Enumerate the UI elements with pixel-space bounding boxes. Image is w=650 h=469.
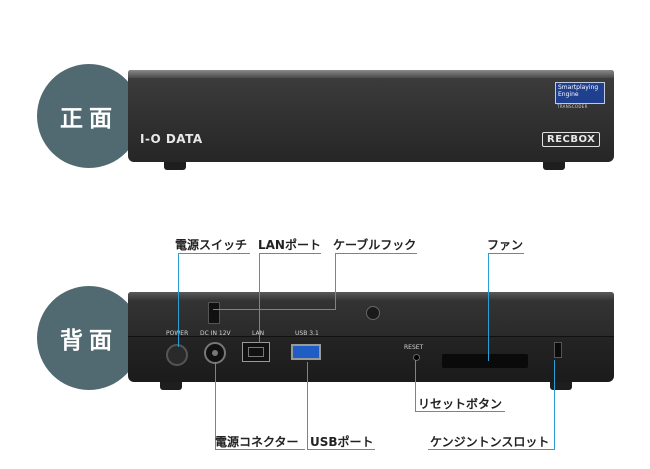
callout-line-power-switch-v <box>178 253 179 347</box>
callout-line-fan-h <box>488 253 524 254</box>
callout-line-hook-h <box>335 253 417 254</box>
callout-line-kensington-v <box>554 360 555 450</box>
callout-line-usb-v <box>307 362 308 450</box>
badge-line-3: TRANSCODER <box>557 104 588 109</box>
front-section-badge: 正面 <box>37 64 141 168</box>
callout-line-fan-v <box>488 253 489 361</box>
callout-line-lan-h <box>259 253 321 254</box>
fan-slot <box>442 354 528 368</box>
callout-line-reset-h <box>415 411 505 412</box>
lan-port <box>242 342 270 362</box>
callout-fan: ファン <box>487 238 524 252</box>
reset-hole <box>413 354 420 361</box>
callout-reset-button: リセットボタン <box>418 397 503 411</box>
power-button <box>166 344 188 366</box>
port-label-reset: RESET <box>404 344 424 351</box>
callout-line-reset-v <box>415 360 416 412</box>
port-label-usb: USB 3.1 <box>295 330 319 337</box>
callout-power-switch: 電源スイッチ <box>175 238 248 252</box>
callout-kensington-slot: ケンジントンスロット <box>430 435 550 449</box>
port-label-power: POWER <box>166 330 188 337</box>
back-section-label: 背面 <box>60 328 118 354</box>
callout-line-dc-v <box>215 362 216 450</box>
device-back-image: POWER DC IN 12V LAN USB 3.1 RESET <box>128 292 614 382</box>
callout-cable-hook: ケーブルフック <box>333 238 417 252</box>
power-switch <box>208 302 220 324</box>
front-section-label: 正面 <box>60 106 118 132</box>
usb-port <box>291 344 321 360</box>
callout-line-dc-h <box>215 449 305 450</box>
back-foot-left <box>160 382 182 390</box>
back-foot-right <box>550 382 572 390</box>
device-front-image: I-O DATA RECBOX Smartplaying Engine TRAN… <box>128 70 614 162</box>
callout-line-lan-v <box>259 253 260 343</box>
callout-line-hook-h2 <box>213 309 336 310</box>
smartplaying-badge: Smartplaying Engine <box>555 82 605 104</box>
callout-line-kensington-h <box>428 449 555 450</box>
front-foot-right <box>543 162 565 170</box>
cable-hook <box>366 306 380 320</box>
callout-power-connector: 電源コネクター <box>215 435 299 449</box>
callout-line-hook-v <box>335 253 336 309</box>
port-label-dc: DC IN 12V <box>200 330 231 337</box>
front-foot-left <box>164 162 186 170</box>
back-section-badge: 背面 <box>37 286 141 390</box>
product-logo: RECBOX <box>542 132 601 147</box>
callout-usb-port: USBポート <box>310 435 374 449</box>
dc-jack <box>204 342 226 364</box>
badge-line-1: Smartplaying <box>558 84 599 91</box>
callout-lan-port: LANポート <box>258 238 321 252</box>
callout-line-power-switch-h <box>178 253 250 254</box>
brand-logo: I-O DATA <box>140 132 203 146</box>
device-front-top-edge <box>128 70 614 78</box>
kensington-slot <box>554 342 562 358</box>
port-label-lan: LAN <box>252 330 264 337</box>
badge-line-2: Engine <box>558 91 579 98</box>
callout-line-usb-h <box>307 449 375 450</box>
